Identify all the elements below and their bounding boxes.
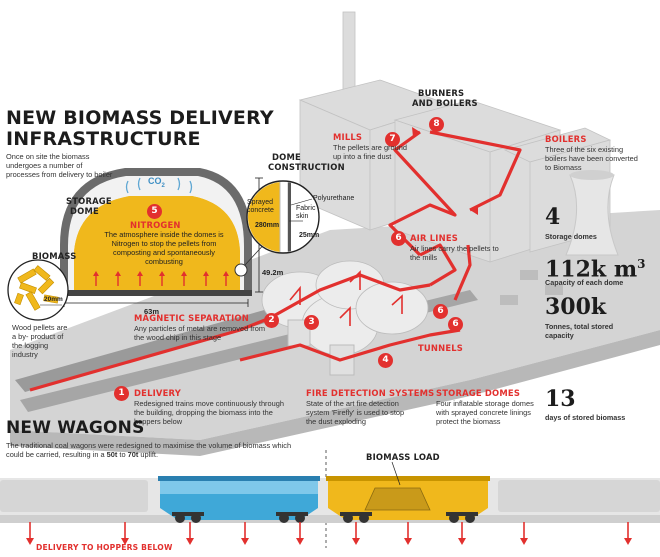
stat-capacity-value: 112k m3 bbox=[545, 253, 645, 280]
dome-construction-title-1: DOME bbox=[272, 152, 301, 162]
pellet-size: 20mm bbox=[44, 296, 63, 303]
co2-label: CO2 bbox=[148, 176, 165, 189]
nitrogen-title: NITROGEN bbox=[130, 220, 181, 230]
badge-7: 7 bbox=[385, 132, 400, 147]
stat-tonnes-label: Tonnes, total stored capacity bbox=[545, 322, 614, 340]
stat-days-label: days of stored biomass bbox=[545, 413, 626, 422]
intro-text: Once on site the biomass undergoes a num… bbox=[6, 152, 113, 179]
airlines-title: AIR LINES bbox=[410, 233, 458, 243]
badge-1: 1 bbox=[114, 386, 129, 401]
stat-capacity-number: 112k m bbox=[545, 256, 638, 283]
badge-3: 3 bbox=[304, 315, 319, 330]
stat-capacity-sup: 3 bbox=[637, 257, 646, 271]
stat-capacity-label: Capacity of each dome bbox=[545, 278, 624, 287]
fire-text: State of the art fire detection system '… bbox=[306, 399, 405, 426]
title-line-1: NEW BIOMASS DELIVERY bbox=[6, 107, 274, 129]
wagons-to-word: to bbox=[117, 450, 128, 459]
fabric-skin-label: Fabric skin bbox=[296, 205, 315, 221]
biomass-load-label: BIOMASS LOAD bbox=[366, 452, 440, 462]
dome-construction-title-2: CONSTRUCTION bbox=[268, 162, 345, 172]
badge-nitrogen: 5 bbox=[147, 204, 162, 219]
co2-subscript: 2 bbox=[161, 182, 165, 189]
wagons-text: The traditional coal wagons were redesig… bbox=[6, 441, 306, 459]
dim-280mm: 280mm bbox=[255, 222, 280, 229]
badge-4: 4 bbox=[378, 353, 393, 368]
dome-height: 49.2m bbox=[262, 268, 284, 277]
badge-6-c: 6 bbox=[448, 317, 463, 332]
sprayed-label-1: Sprayed bbox=[247, 199, 274, 206]
sprayed-concrete-label: Sprayed concrete bbox=[247, 199, 274, 215]
dim-25mm: 25mm bbox=[299, 232, 320, 239]
nitrogen-text: The atmosphere inside the domes is Nitro… bbox=[104, 230, 224, 266]
delivery-text: Redesigned trains move continuously thro… bbox=[134, 399, 284, 426]
title-line-2: INFRASTRUCTURE bbox=[6, 128, 201, 150]
badge-6-b: 6 bbox=[433, 304, 448, 319]
stat-tonnes-value: 300k bbox=[545, 294, 607, 320]
fabric-label-1: Fabric bbox=[296, 205, 316, 212]
boilers-title: BOILERS bbox=[545, 134, 587, 144]
wagons-from: 50t bbox=[106, 450, 118, 459]
dome-construction-title: DOME CONSTRUCTION bbox=[268, 152, 345, 172]
domes-text: Four inflatable storage domes with spray… bbox=[436, 399, 534, 426]
burners-label: BURNERS AND BOILERS bbox=[412, 88, 478, 108]
mills-text: The pellets are ground up into a fine du… bbox=[333, 143, 407, 161]
storage-dome-label: STORAGE DOME bbox=[66, 196, 112, 216]
delivery-title: DELIVERY bbox=[134, 388, 181, 398]
biomass-title: BIOMASS bbox=[32, 251, 77, 261]
wagons-to: 70t bbox=[127, 450, 139, 459]
magnetic-title: MAGNETIC SEPARATION bbox=[134, 313, 249, 323]
storage-dome-label-2: DOME bbox=[70, 206, 99, 216]
badge-8: 8 bbox=[429, 117, 444, 132]
tunnels-title: TUNNELS bbox=[418, 343, 464, 353]
sprayed-label-2: concrete bbox=[247, 207, 274, 214]
fire-title: FIRE DETECTION SYSTEMS bbox=[306, 388, 435, 398]
stat-domes-value: 4 bbox=[545, 204, 561, 230]
badge-6-airlines: 6 bbox=[391, 231, 406, 246]
stat-days-value: 13 bbox=[545, 386, 576, 412]
delivery-hoppers-label: DELIVERY TO HOPPERS BELOW bbox=[36, 543, 173, 552]
dome-width: 63m bbox=[144, 307, 160, 316]
page-title: NEW BIOMASS DELIVERY INFRASTRUCTURE bbox=[6, 108, 274, 150]
stat-domes-label: Storage domes bbox=[545, 232, 597, 241]
burners-line-1: BURNERS bbox=[418, 88, 465, 98]
fabric-label-2: skin bbox=[296, 213, 309, 220]
biomass-text: Wood pellets are a by- product of the lo… bbox=[12, 323, 68, 359]
magnetic-text: Any particles of metal are removed from … bbox=[134, 324, 266, 342]
boilers-text: Three of the six existing boilers have b… bbox=[545, 145, 638, 172]
wagons-text-after: uplift. bbox=[138, 450, 159, 459]
storage-dome-label-1: STORAGE bbox=[66, 196, 112, 206]
co2-text: CO bbox=[148, 176, 162, 186]
badge-2: 2 bbox=[264, 313, 279, 328]
mills-title: MILLS bbox=[333, 132, 363, 142]
polyurethane-label: Polyurethane bbox=[313, 195, 355, 202]
domes-title: STORAGE DOMES bbox=[436, 388, 521, 398]
wagons-title: NEW WAGONS bbox=[6, 418, 145, 438]
wagons-text-before: The traditional coal wagons were redesig… bbox=[6, 441, 292, 459]
airlines-text: Air lines carry the pellets to the mills bbox=[410, 244, 499, 262]
burners-line-2: AND BOILERS bbox=[412, 98, 478, 108]
